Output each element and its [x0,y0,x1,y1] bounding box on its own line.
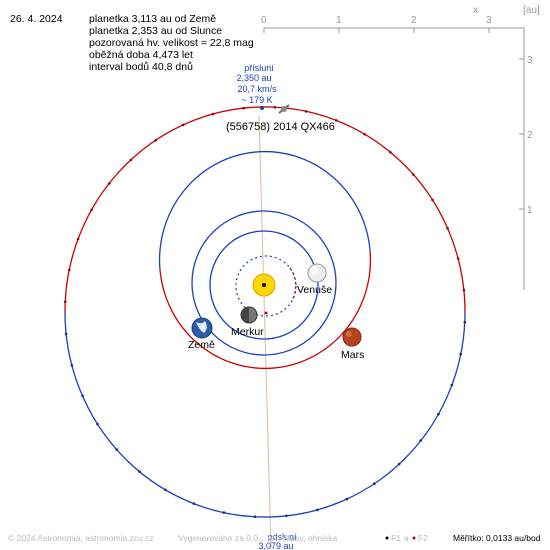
orbit-dot [273,106,277,109]
orbit-dot [76,237,80,241]
orbit-dot [181,123,185,127]
orbit-dot [431,198,434,202]
venus-orbit [209,230,319,340]
asteroid-marker [278,104,290,114]
scale-text: Měřítko: 0,0133 au/bod [453,533,541,543]
date-label: 26. 4. 2024 [10,13,63,25]
y-tick-3: 3 [527,55,533,66]
info-line-1: planetka 3,113 au od Země [89,13,217,25]
info-line-2: planetka 2,353 au od Slunce [89,25,223,37]
venus-highlight [310,266,318,274]
info-line-5: interval bodů 40,8 dnů [89,61,193,73]
f2-marker [412,536,416,540]
orbit-dot [463,320,467,324]
x-tick-1: 1 [336,15,342,26]
orbit-dot [373,482,376,486]
mars-orbit-blue [158,150,371,271]
orbit-dot [389,151,392,154]
orbit-dot [412,173,415,176]
orbit-dot [397,462,401,466]
x-tick-2: 2 [411,15,417,26]
orbit-dot [456,257,460,260]
orbit-dot [192,502,196,505]
mercury-label: Merkur [231,326,264,338]
orbit-dot [345,497,349,501]
perihelion-distance: 2,350 au [236,73,271,83]
mercury-orbit [235,255,297,317]
and-label: a [404,533,409,543]
earth-label: Země [188,339,215,351]
orbit-dot [462,288,466,292]
orbit-dot [81,394,84,398]
orbit-dot [211,112,215,116]
asteroid-orbit-below [64,311,466,518]
aphelion-distance: 3,079 au [258,541,293,550]
perihelion-temp: ~ 179 K [241,95,272,105]
f2-label: F2 [418,533,428,543]
orbit-dot [222,511,226,514]
perihelion-speed: 20,7 km/s [237,84,277,94]
mars-orbit-red [159,249,372,370]
orbit-dot [63,300,67,304]
mars-label: Mars [341,349,364,361]
aphelion-title: odsluní [267,532,297,542]
mars-highlight [346,331,352,337]
orbit-dot [304,110,308,113]
orbit-dot [242,106,245,110]
orbit-dot [459,352,463,356]
orbit-dot [108,182,111,185]
orbit-dot [446,226,449,230]
apsis-line [258,115,272,549]
orbit-dot [334,119,338,122]
orbit-dot [154,139,157,142]
perihelion-title: přísluní [244,63,274,73]
orbit-dot [138,470,141,473]
orbit-dot [115,448,118,451]
perihelion-point [260,106,264,110]
orbit-dot [68,268,71,272]
orbit-dot [164,488,167,492]
info-line-4: oběžná doba 4,473 let [89,49,193,61]
venus-label: Venuše [297,284,332,296]
orbit-dot [285,514,288,518]
sun-focus [262,283,266,287]
mercury-orbit-red [289,267,297,301]
copyright-text: © 2024 Astronomia, astronomia.zcu.cz [8,533,154,543]
y-tick-1: 1 [527,205,533,216]
orbit-dot [315,508,319,512]
f1-marker [385,536,389,540]
orbit-dot [96,422,99,426]
f1-label: F1 [391,533,401,543]
orbit-dot [129,158,133,162]
orbit-dot [363,132,366,136]
orbit-dot [419,439,423,442]
generated-text: Vygenerováno za 0,0... řed elipsy, ohnis… [178,533,338,543]
unit-label: [au] [523,5,540,16]
orbit-dot [90,208,93,212]
orbit-dot [437,412,440,416]
y-tick-2: 2 [527,130,533,141]
earth-orbit [191,210,337,356]
asteroid-orbit-above [64,106,466,313]
focus-f2 [264,311,268,315]
axes [263,27,525,290]
orbit-dot [450,383,454,387]
asteroid-orbit-dots [63,106,467,518]
x-tick-3: 3 [486,15,492,26]
mercury-shade [241,307,249,323]
mars-planet [342,327,362,347]
orbit-dot [253,515,257,518]
orbit-dot [64,332,68,336]
orbit-dot [70,364,74,367]
asteroid-label: (556758) 2014 QX466 [226,121,335,133]
info-line-3: pozorovaná hv. velikost = 22,8 mag [89,37,254,49]
x-axis-label: x [473,5,478,16]
venus-planet [307,263,327,283]
x-tick-0: 0 [261,15,267,26]
earth-clouds [196,321,207,333]
